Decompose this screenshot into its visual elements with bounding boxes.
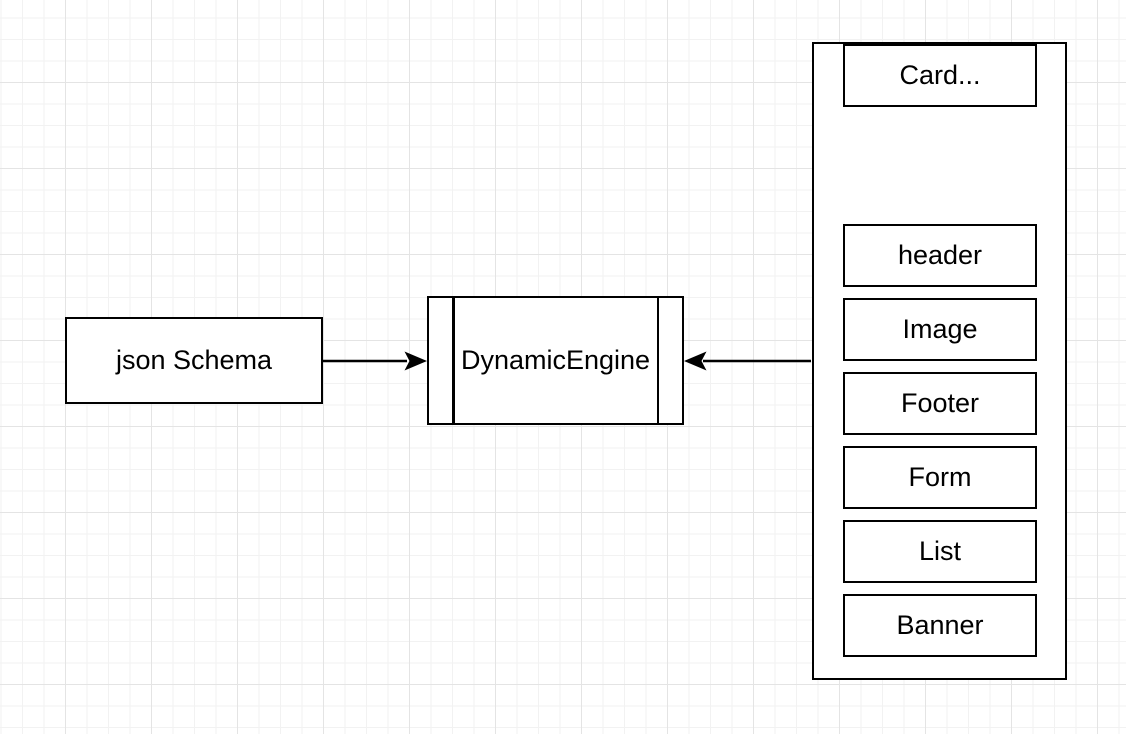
dynamic-engine-node: DynamicEngine <box>427 296 684 425</box>
component-item-label: List <box>918 536 962 566</box>
component-item-label: Card... <box>899 60 981 90</box>
component-item-label: Image <box>902 314 978 344</box>
component-item-card: Card... <box>843 44 1037 107</box>
component-item-label: header <box>897 240 983 270</box>
component-item-list: List <box>843 520 1037 583</box>
component-item-banner: Banner <box>843 594 1037 657</box>
process-bar-left <box>452 298 455 423</box>
arrow-json-schema-to-dynamic-engine <box>323 351 427 371</box>
json-schema-label: json Schema <box>115 345 273 376</box>
component-item-footer: Footer <box>843 372 1037 435</box>
dynamic-engine-label: DynamicEngine <box>460 345 651 376</box>
process-bar-right <box>656 298 659 423</box>
component-item-image: Image <box>843 298 1037 361</box>
component-item-header: header <box>843 224 1037 287</box>
component-center-container: 组件物料中心 header Image Footer Form List Ban… <box>812 42 1067 680</box>
json-schema-node: json Schema <box>65 317 323 404</box>
component-item-label: Form <box>908 462 972 492</box>
arrow-component-center-to-dynamic-engine <box>684 351 811 371</box>
component-item-label: Banner <box>896 610 984 640</box>
component-item-label: Footer <box>900 388 980 418</box>
component-item-form: Form <box>843 446 1037 509</box>
